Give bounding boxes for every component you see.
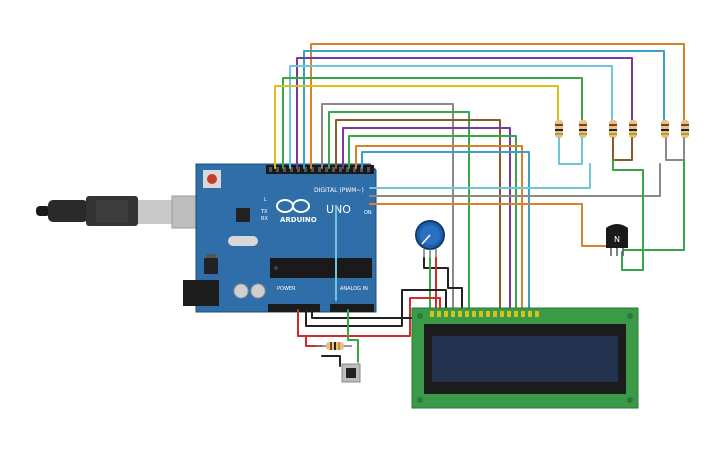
pull-down-resistor[interactable] (316, 342, 352, 350)
usb-chip (236, 208, 250, 222)
regulator (204, 258, 218, 274)
wires-top (274, 43, 685, 169)
on-label: ON (364, 210, 372, 216)
resistor[interactable] (555, 120, 563, 138)
analog-header (330, 304, 374, 312)
l-label: L (264, 197, 267, 203)
arduino-logo (276, 199, 310, 213)
transistor[interactable]: N (606, 224, 628, 256)
atmega-chip (270, 258, 372, 278)
wires-right (335, 159, 685, 301)
resistor[interactable] (629, 120, 637, 138)
rx-label: RX (261, 216, 268, 222)
potentiometer[interactable] (415, 220, 445, 258)
power-label: POWER (277, 286, 296, 292)
capacitor (250, 283, 266, 299)
crystal (228, 236, 258, 246)
resistor[interactable] (579, 120, 587, 138)
lcd-module[interactable] (411, 307, 639, 409)
push-button[interactable] (341, 363, 361, 383)
capacitor (233, 283, 249, 299)
transistor-label: N (614, 235, 620, 244)
tx-label: TX (260, 209, 268, 215)
power-jack (183, 280, 219, 306)
usb-cable[interactable] (36, 195, 203, 229)
power-header (268, 304, 320, 312)
model-label: UNO (326, 203, 351, 216)
resistor-bank (555, 120, 689, 138)
digital-label: DIGITAL (PWM~) (314, 187, 364, 194)
wires-resistor-legs (558, 137, 685, 165)
resistor[interactable] (661, 120, 669, 138)
resistor[interactable] (609, 120, 617, 138)
wires-lcd (321, 103, 530, 313)
brand-label: ARDUINO (280, 216, 317, 224)
arduino-board[interactable]: DIGITAL (PWM~) ARDUINO UNO ON L TX RX PO… (183, 163, 377, 313)
lcd-screen (432, 336, 618, 382)
resistor[interactable] (681, 120, 689, 138)
analog-label: ANALOG IN (340, 286, 368, 292)
